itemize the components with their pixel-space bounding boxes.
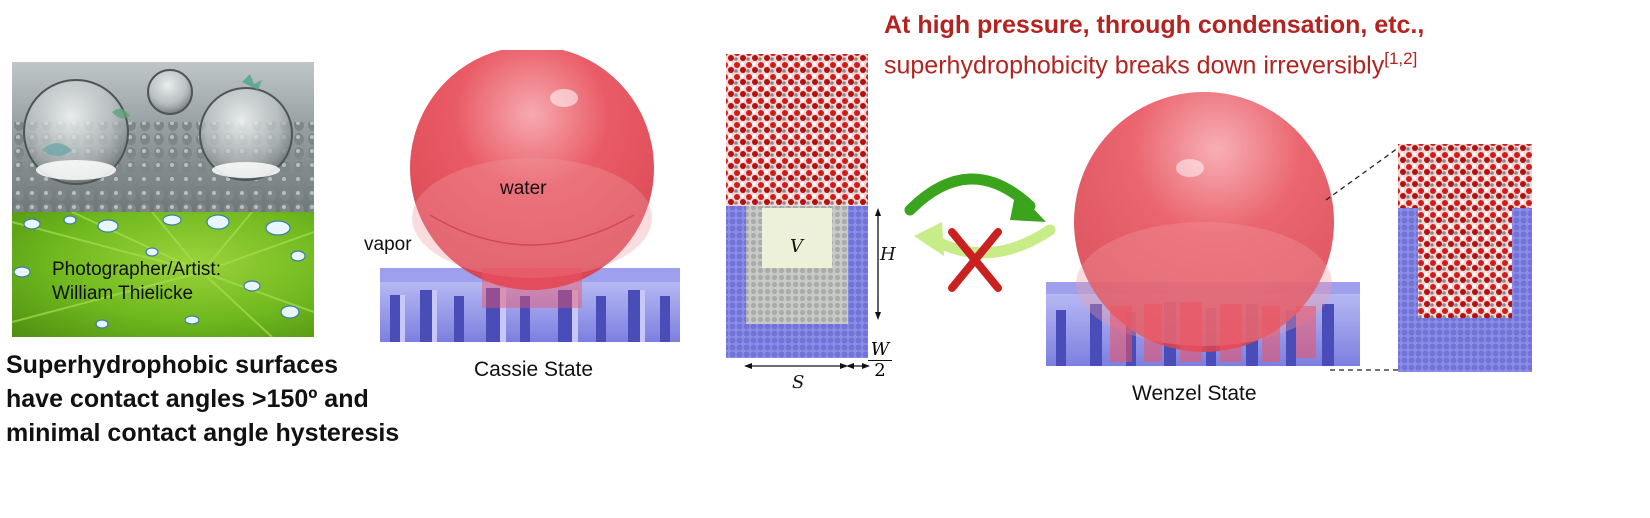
headline-line1: At high pressure, through condensation, … — [884, 11, 1425, 39]
droplet-photo-graphic — [12, 69, 314, 212]
water-molecules-region — [726, 54, 868, 206]
vapor-cavity — [762, 208, 832, 268]
volume-label: V — [790, 236, 803, 257]
headline-citation: [1,2] — [1384, 49, 1418, 68]
photo-credit-line2: William Thielicke — [52, 283, 194, 304]
cassie-state-label: Cassie State — [474, 358, 594, 381]
wenzel-water-droplet — [1074, 92, 1334, 362]
wenzel-md-zoom — [1398, 144, 1532, 372]
backward-arrow — [914, 222, 1056, 259]
irreversible-transition — [904, 173, 1056, 292]
cross-icon — [948, 228, 1002, 292]
zoom-water-top — [1398, 144, 1532, 208]
headline-line2-group: superhydrophobicity breaks down irrevers… — [884, 42, 1417, 82]
cassie-pillar-surface — [380, 268, 680, 342]
wenzel-state-label: Wenzel State — [1132, 382, 1257, 405]
width-numerator: W — [868, 340, 892, 361]
description-line1: Superhydrophobic surfaces — [6, 351, 339, 379]
photo-credit: Photographer/Artist: William Thielicke — [52, 258, 221, 306]
description-line3: minimal contact angle hysteresis — [6, 419, 400, 447]
forward-arrow — [904, 173, 1046, 222]
vapor-label: vapor — [364, 234, 412, 255]
zoom-callout-lines — [1325, 147, 1404, 371]
spacing-label: S — [792, 372, 805, 393]
cassie-state-illustration — [380, 50, 680, 342]
description-line2: have contact angles >150º and — [6, 385, 369, 413]
headline-line2: superhydrophobicity breaks down irrevers… — [884, 51, 1385, 80]
md-simulation-cell — [726, 54, 881, 369]
photo-credit-line1: Photographer/Artist: — [52, 259, 221, 280]
cassie-water-droplet — [410, 50, 654, 308]
water-label: water — [500, 178, 547, 199]
height-label: H — [880, 244, 896, 265]
zoom-filled-cavity — [1418, 208, 1512, 318]
lotus-leaf-graphic — [12, 212, 314, 337]
width-denominator: 2 — [874, 360, 886, 381]
wenzel-state-illustration — [1046, 92, 1360, 366]
photo-droplets-on-leaf — [12, 62, 314, 212]
photo-lotus-leaf — [12, 212, 314, 337]
superhydrophobic-description: Superhydrophobic surfaces have contact a… — [6, 348, 399, 450]
half-width-fraction: W 2 — [868, 340, 892, 381]
